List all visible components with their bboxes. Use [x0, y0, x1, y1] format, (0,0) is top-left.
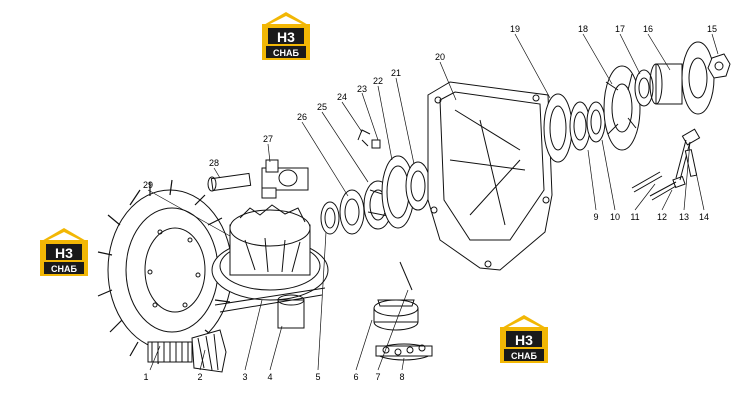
callout-5: 5 — [315, 372, 320, 382]
pinion-bearing-set — [543, 93, 606, 163]
bearing-adjuster — [381, 155, 431, 229]
side-gear — [373, 299, 433, 361]
differential-carrier — [211, 204, 329, 329]
spider-cross — [261, 159, 309, 199]
callout-6: 6 — [353, 372, 358, 382]
svg-text:CHAБ: CHAБ — [51, 264, 77, 274]
callout-23: 23 — [357, 84, 367, 94]
callout-16: 16 — [643, 24, 653, 34]
brand-logo-bottom: H3 CHAБ — [500, 315, 548, 363]
svg-text:H3: H3 — [277, 29, 295, 45]
callout-15: 15 — [707, 24, 717, 34]
callout-10: 10 — [610, 212, 620, 222]
callout-3: 3 — [242, 372, 247, 382]
callout-27: 27 — [263, 134, 273, 144]
callout-11: 11 — [630, 212, 639, 222]
svg-text:H3: H3 — [55, 245, 73, 261]
callout-28: 28 — [209, 158, 219, 168]
svg-text:H3: H3 — [515, 332, 533, 348]
callout-1: 1 — [143, 372, 148, 382]
callout-14: 14 — [699, 212, 709, 222]
leader-lines — [147, 33, 719, 371]
callout-13: 13 — [679, 212, 689, 222]
callout-8: 8 — [399, 372, 404, 382]
yoke-flange — [603, 65, 641, 151]
callout-24: 24 — [337, 92, 347, 102]
drive-pinion — [147, 329, 227, 373]
axle-housing — [427, 81, 553, 271]
callout-numbers: 1 2 3 4 5 6 7 8 9 10 11 12 13 14 15 16 1… — [143, 24, 717, 382]
thrust-pin — [399, 261, 413, 291]
callout-20: 20 — [435, 52, 445, 62]
side-bearing — [320, 180, 393, 235]
callout-19: 19 — [510, 24, 520, 34]
callout-4: 4 — [267, 372, 272, 382]
callout-2: 2 — [197, 372, 202, 382]
callout-9: 9 — [593, 212, 598, 222]
svg-text:CHAБ: CHAБ — [511, 351, 537, 361]
callout-12: 12 — [657, 212, 667, 222]
companion-flange — [634, 41, 731, 115]
callout-25: 25 — [317, 102, 327, 112]
bolts — [631, 128, 701, 201]
callout-17: 17 — [615, 24, 625, 34]
callout-29: 29 — [143, 180, 153, 190]
cross-pin — [207, 172, 252, 192]
brand-logo-top: H3 CHAБ — [262, 12, 310, 60]
callout-7: 7 — [375, 372, 380, 382]
callout-21: 21 — [391, 68, 401, 78]
svg-text:CHAБ: CHAБ — [273, 48, 299, 58]
callout-26: 26 — [297, 112, 307, 122]
callout-18: 18 — [578, 24, 588, 34]
brand-logo-left: H3 CHAБ — [40, 228, 88, 276]
lock-pins — [357, 129, 381, 149]
callout-22: 22 — [373, 76, 383, 86]
